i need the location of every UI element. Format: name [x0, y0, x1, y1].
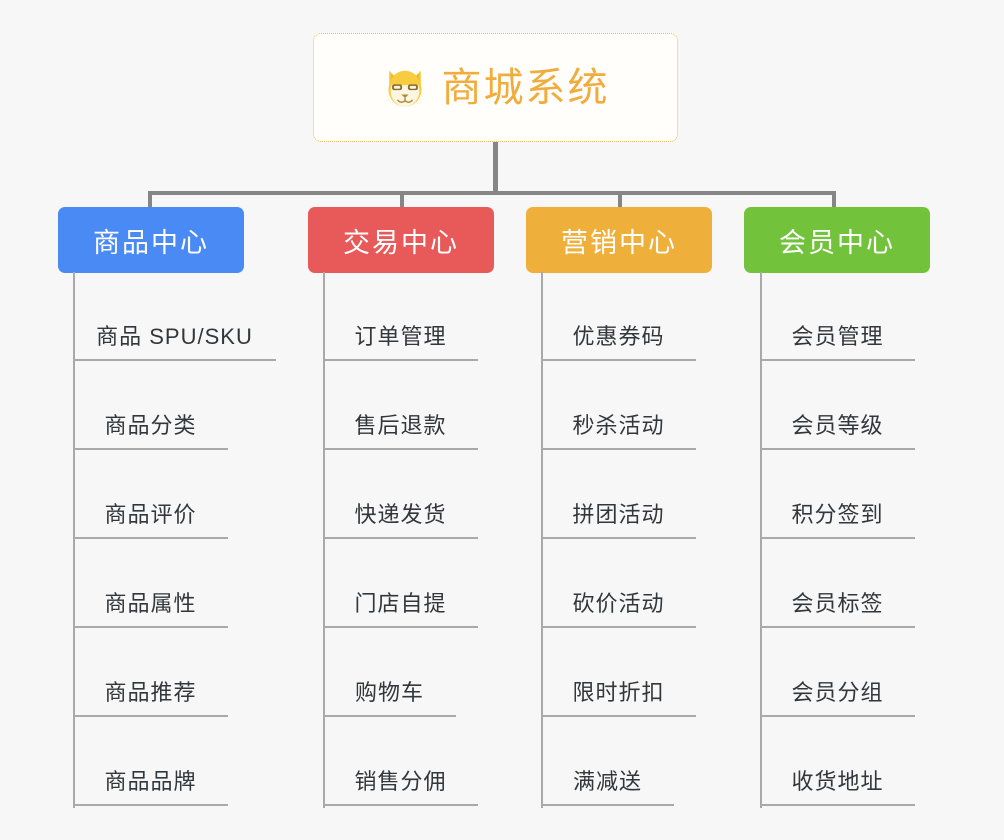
- leaf-item[interactable]: 会员标签: [760, 539, 915, 628]
- category-box-1[interactable]: 商品中心: [58, 207, 244, 273]
- connector-drop-2: [400, 191, 404, 207]
- leaf-item-label: 拼团活动: [572, 501, 665, 527]
- root-node[interactable]: 商城系统: [313, 33, 678, 142]
- leaf-item[interactable]: 会员等级: [760, 361, 915, 450]
- connector-drop-3: [618, 191, 622, 207]
- leaf-item-label: 订单管理: [354, 323, 447, 349]
- leaf-item[interactable]: 销售分佣: [323, 717, 478, 806]
- leaf-column-4: 会员管理 会员等级 积分签到 会员标签 会员分组 收货地址: [760, 272, 915, 808]
- leaf-item-label: 优惠券码: [572, 323, 665, 349]
- leaf-item-label: 商品品牌: [104, 768, 197, 794]
- leaf-item-label: 门店自提: [354, 590, 447, 616]
- leaf-item[interactable]: 商品属性: [73, 539, 228, 628]
- leaf-item[interactable]: 积分签到: [760, 450, 915, 539]
- leaf-spine: [541, 272, 543, 808]
- root-title: 商城系统: [441, 65, 610, 110]
- leaf-item[interactable]: 会员管理: [760, 272, 915, 361]
- leaf-item[interactable]: 优惠券码: [541, 272, 696, 361]
- leaf-item[interactable]: 拼团活动: [541, 450, 696, 539]
- leaf-item-label: 秒杀活动: [572, 412, 665, 438]
- leaf-column-1: 商品 SPU/SKU 商品分类 商品评价 商品属性 商品推荐 商品品牌: [73, 272, 276, 808]
- connector-root-stem: [493, 142, 498, 194]
- leaf-item[interactable]: 快递发货: [323, 450, 478, 539]
- category-label: 商品中心: [93, 227, 209, 258]
- leaf-item[interactable]: 购物车: [323, 628, 456, 717]
- leaf-item-label: 会员分组: [791, 679, 884, 705]
- leaf-item-label: 满减送: [572, 768, 642, 794]
- connector-drop-1: [148, 191, 152, 207]
- category-label: 交易中心: [343, 227, 459, 258]
- leaf-item[interactable]: 会员分组: [760, 628, 915, 717]
- leaf-item[interactable]: 商品品牌: [73, 717, 228, 806]
- leaf-item[interactable]: 订单管理: [323, 272, 478, 361]
- leaf-item-label: 商品分类: [104, 412, 197, 438]
- leaf-item[interactable]: 商品评价: [73, 450, 228, 539]
- leaf-item-label: 积分签到: [791, 501, 884, 527]
- leaf-item[interactable]: 商品分类: [73, 361, 228, 450]
- leaf-item-label: 收货地址: [791, 768, 884, 794]
- leaf-item[interactable]: 收货地址: [760, 717, 915, 806]
- leaf-item[interactable]: 限时折扣: [541, 628, 696, 717]
- leaf-item-label: 会员管理: [791, 323, 884, 349]
- leaf-item[interactable]: 满减送: [541, 717, 674, 806]
- leaf-item[interactable]: 砍价活动: [541, 539, 696, 628]
- leaf-item[interactable]: 门店自提: [323, 539, 478, 628]
- leaf-item-label: 会员等级: [791, 412, 884, 438]
- shiba-dog-icon: [382, 65, 428, 111]
- leaf-item-label: 限时折扣: [572, 679, 665, 705]
- leaf-item-label: 商品推荐: [104, 679, 197, 705]
- leaf-spine: [323, 272, 325, 808]
- leaf-item-label: 砍价活动: [572, 590, 665, 616]
- leaf-spine: [73, 272, 75, 808]
- category-box-4[interactable]: 会员中心: [744, 207, 930, 273]
- category-box-3[interactable]: 营销中心: [526, 207, 712, 273]
- connector-drop-4: [832, 191, 836, 207]
- leaf-item-label: 快递发货: [354, 501, 447, 527]
- leaf-column-3: 优惠券码 秒杀活动 拼团活动 砍价活动 限时折扣 满减送: [541, 272, 696, 808]
- leaf-column-2: 订单管理 售后退款 快递发货 门店自提 购物车 销售分佣: [323, 272, 478, 808]
- leaf-item[interactable]: 商品 SPU/SKU: [73, 272, 276, 361]
- leaf-item-label: 商品 SPU/SKU: [96, 323, 253, 349]
- leaf-item-label: 商品评价: [104, 501, 197, 527]
- category-box-2[interactable]: 交易中心: [308, 207, 494, 273]
- connector-horizontal-bus: [148, 191, 836, 195]
- leaf-item-label: 售后退款: [354, 412, 447, 438]
- category-label: 会员中心: [779, 227, 895, 258]
- leaf-item-label: 商品属性: [104, 590, 197, 616]
- leaf-item-label: 购物车: [354, 679, 424, 705]
- category-label: 营销中心: [561, 227, 677, 258]
- leaf-item[interactable]: 售后退款: [323, 361, 478, 450]
- leaf-spine: [760, 272, 762, 808]
- leaf-item[interactable]: 秒杀活动: [541, 361, 696, 450]
- leaf-item-label: 销售分佣: [354, 768, 447, 794]
- leaf-item[interactable]: 商品推荐: [73, 628, 228, 717]
- leaf-item-label: 会员标签: [791, 590, 884, 616]
